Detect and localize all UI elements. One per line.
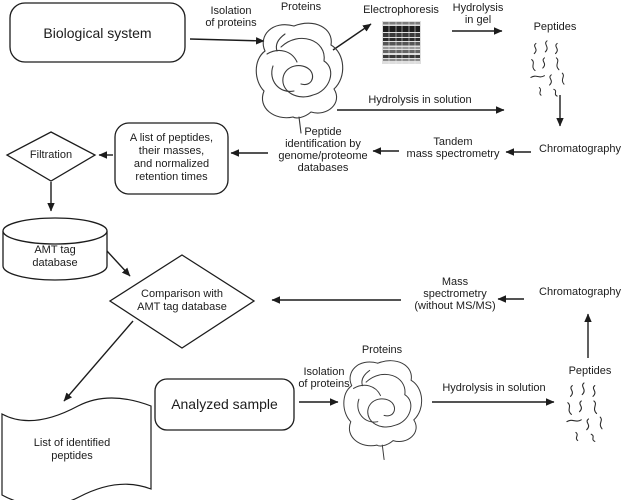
- peptides-label-bottom: Peptides: [568, 365, 612, 377]
- protein-tangle-icon-top: [255, 22, 344, 134]
- peptide-list-box: [114, 122, 229, 195]
- analyzed-sample-label: Analyzed sample: [171, 396, 278, 412]
- tandem-mass-spectrometry-label: Tandem mass spectrometry: [406, 136, 500, 160]
- filtration-label: Filtration: [29, 149, 73, 161]
- peptide-list-label: A list of peptides, their masses, and no…: [129, 132, 214, 183]
- arrow-database-to-comparison: [106, 250, 131, 277]
- peptides-squiggles-icon-top: [530, 40, 565, 97]
- proteins-label-top: Proteins: [280, 1, 322, 13]
- chromatography-label-bottom: Chromatography: [539, 286, 621, 298]
- biological-system-label: Biological system: [43, 25, 152, 41]
- amt-tag-database-label: AMT tag database: [32, 244, 78, 269]
- chromatography-label-top: Chromatography: [539, 143, 621, 155]
- identified-list-document: [1, 397, 152, 500]
- database-cylinder-icon: [2, 217, 108, 281]
- biological-system-box: [9, 2, 186, 63]
- flow-arrows: [47, 23, 592, 406]
- peptide-identification-label: Peptide identification by genome/proteom…: [278, 126, 368, 174]
- comparison-diamond: [108, 254, 256, 349]
- hydrolysis-in-gel-label: Hydrolysis in gel: [452, 2, 504, 26]
- gel-image: [382, 21, 421, 64]
- isolation-of-proteins-label-top: Isolation of proteins: [205, 5, 257, 29]
- isolation-of-proteins-label-bottom: Isolation of proteins: [298, 366, 350, 390]
- peptides-squiggles-icon-bottom: [566, 382, 603, 442]
- arrow-isolation-top: [189, 37, 265, 45]
- identified-peptides-label: List of identified peptides: [33, 437, 111, 462]
- peptides-label-top: Peptides: [533, 21, 577, 33]
- comparison-label: Comparison with AMT tag database: [137, 288, 227, 313]
- analyzed-sample-box: [154, 378, 295, 431]
- hydrolysis-in-solution-label-bottom: Hydrolysis in solution: [442, 382, 546, 394]
- arrow-comparison-to-identified-list: [63, 320, 134, 402]
- mass-spectrometry-label: Mass spectrometry (without MS/MS): [414, 276, 496, 312]
- hydrolysis-in-solution-label-top: Hydrolysis in solution: [368, 94, 472, 106]
- electrophoresis-label: Electrophoresis: [363, 4, 439, 16]
- proteins-label-bottom: Proteins: [361, 344, 403, 356]
- arrow-to-electrophoresis: [332, 23, 372, 51]
- filtration-diamond: [5, 131, 97, 182]
